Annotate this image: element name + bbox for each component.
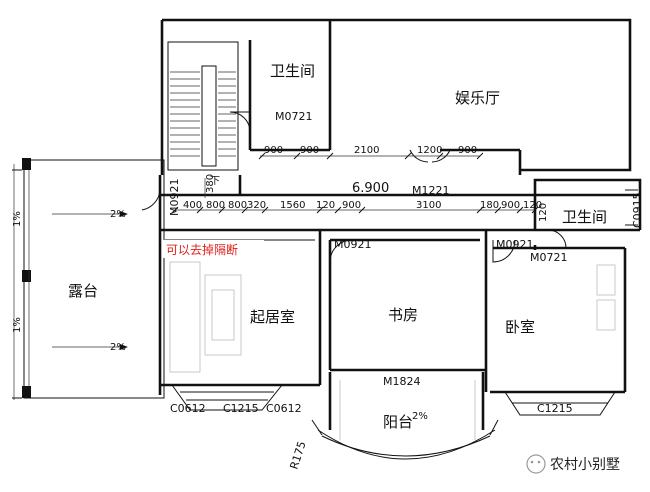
dim-380: 380: [205, 174, 216, 193]
dim-120-right: 120: [538, 203, 549, 222]
dim-value: 3100: [416, 200, 441, 211]
code-m1221: M1221: [412, 184, 450, 197]
slope-label: 2%: [412, 411, 428, 422]
staircase: [170, 71, 236, 157]
balcony-outline: [311, 372, 499, 460]
code-c0612-right: C0612: [266, 402, 302, 415]
furniture-sketch: [169, 261, 616, 373]
dim-value: 800: [228, 200, 247, 211]
note-background: [162, 240, 264, 258]
dim-value: 120: [316, 200, 335, 211]
partition-note: 可以去掉隔断: [166, 242, 238, 257]
dim-value: 120: [523, 200, 542, 211]
terrace-outline: [12, 158, 165, 400]
dim-value: 1560: [280, 200, 305, 211]
dim-value: 1200: [417, 145, 442, 156]
dim-value: 2100: [354, 145, 379, 156]
stair-down-label: 下: [210, 176, 220, 187]
dim-value: 900: [300, 145, 319, 156]
dim-value: 800: [206, 200, 225, 211]
wechat-icon: [526, 454, 546, 474]
dim-value: 900: [501, 200, 520, 211]
slope-label: 2%: [110, 342, 126, 353]
opening-codes: M0721 M0921 M1221 C0915 M0921 M0921 M072…: [168, 110, 644, 471]
slope-marks: 2% 2% 1% 1% 2%: [12, 209, 428, 422]
code-c1215-left: C1215: [223, 402, 259, 415]
room-living: 起居室: [250, 308, 295, 326]
slope-label: 1%: [12, 317, 23, 333]
room-balcony: 阳台: [383, 413, 413, 431]
dimensions-row2: 400 800 800 320 1560 120 900 3100 180 90…: [183, 200, 542, 211]
room-entertainment: 娱乐厅: [455, 89, 500, 107]
dim-value: 320: [247, 200, 266, 211]
dim-value: 900: [264, 145, 283, 156]
slope-label: 1%: [12, 211, 23, 227]
code-c0612-left: C0612: [170, 402, 206, 415]
windows: [171, 189, 638, 416]
slope-label: 2%: [110, 209, 126, 220]
dim-value: 180: [480, 200, 499, 211]
dimension-lines: [171, 152, 539, 214]
room-bathroom-right: 卫生间: [562, 208, 607, 226]
door-swings: [141, 111, 567, 263]
dimensions-row1: 900 900 2100 1200 900: [264, 145, 477, 156]
watermark: 农村小别墅: [526, 454, 620, 474]
room-study: 书房: [388, 306, 418, 324]
dim-value: 900: [458, 145, 477, 156]
code-m0921-side: M0921: [168, 179, 181, 217]
room-bathroom-top: 卫生间: [270, 62, 315, 80]
code-c0915: C0915: [631, 192, 644, 228]
elevation-mark: 6.900: [352, 181, 389, 196]
code-m1824: M1824: [383, 375, 421, 388]
code-m0721-bath: M0721: [530, 251, 568, 264]
code-m0721-top: M0721: [275, 110, 313, 123]
dim-value: 900: [342, 200, 361, 211]
code-c1215-right: C1215: [537, 402, 573, 415]
dim-value: 400: [183, 200, 202, 211]
room-bedroom: 卧室: [505, 318, 535, 336]
code-m0921-bedroom: M0921: [496, 238, 534, 251]
code-m0921-living: M0921: [334, 238, 372, 251]
code-r175: R175: [287, 440, 308, 471]
room-terrace: 露台: [68, 282, 98, 300]
watermark-text: 农村小别墅: [550, 457, 620, 473]
room-labels: 卫生间 娱乐厅 卫生间 露台 起居室 书房 卧室 阳台: [68, 62, 607, 431]
